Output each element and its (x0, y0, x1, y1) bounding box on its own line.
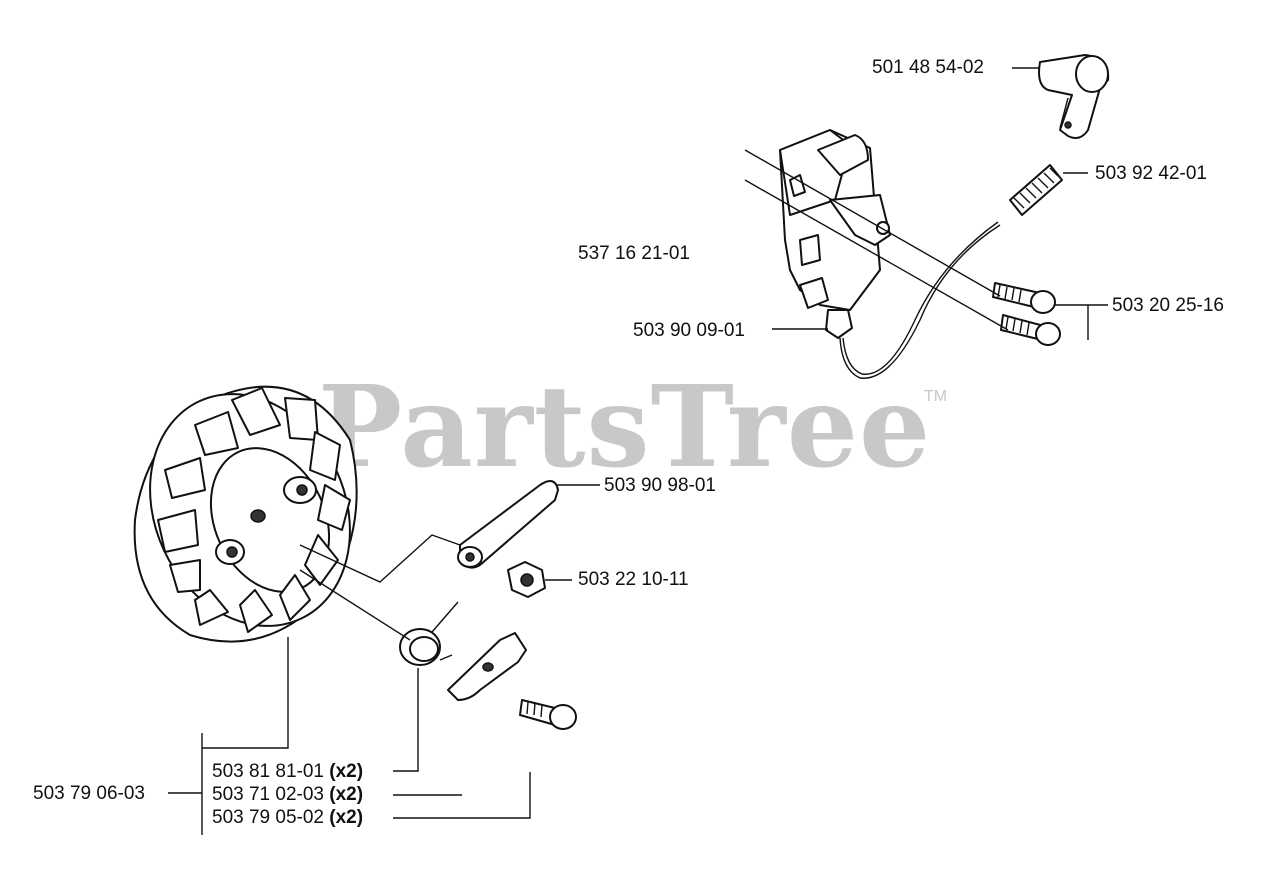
part-label-503-92-42-01[interactable]: 503 92 42-01 (1095, 163, 1207, 184)
ignition-module-drawing[interactable] (779, 129, 1001, 379)
pawl-arm-drawing[interactable] (457, 480, 559, 569)
part-label-503-81-81-01[interactable]: 503 81 81-01 (x2) (212, 761, 364, 782)
pawl-drawing[interactable] (447, 632, 527, 701)
part-label-503-90-98-01[interactable]: 503 90 98-01 (604, 475, 716, 496)
part-label-537-16-21-01[interactable]: 537 16 21-01 (578, 243, 690, 264)
part-label-503-90-09-01[interactable]: 503 90 09-01 (633, 320, 745, 341)
nut-drawing[interactable] (507, 561, 546, 598)
watermark-trademark: TM (924, 388, 948, 405)
part-label-503-22-10-11[interactable]: 503 22 10-11 (578, 569, 689, 590)
part-label-501-48-54-02[interactable]: 501 48 54-02 (872, 57, 984, 78)
part-label-503-71-02-03[interactable]: 503 71 02-03 (x2) (212, 784, 364, 805)
part-qty: (x2) (329, 761, 364, 782)
part-label-503-79-06-03[interactable]: 503 79 06-03 (33, 783, 145, 804)
watermark-logo: PartsTree (318, 362, 932, 493)
spring-drawing[interactable] (1009, 164, 1063, 216)
spark-plug-boot-drawing[interactable] (1038, 54, 1110, 139)
pin-drawing[interactable] (519, 699, 577, 730)
part-label-503-20-25-16[interactable]: 503 20 25-16 (1112, 295, 1224, 316)
part-qty: (x2) (329, 807, 364, 828)
part-qty: (x2) (329, 784, 364, 805)
part-label-503-79-05-02[interactable]: 503 79 05-02 (x2) (212, 807, 364, 828)
leader-lines (168, 67, 1108, 835)
pawl-spring-drawing[interactable] (399, 601, 459, 666)
screws-drawing[interactable] (992, 282, 1061, 346)
flywheel-drawing[interactable] (113, 361, 387, 659)
